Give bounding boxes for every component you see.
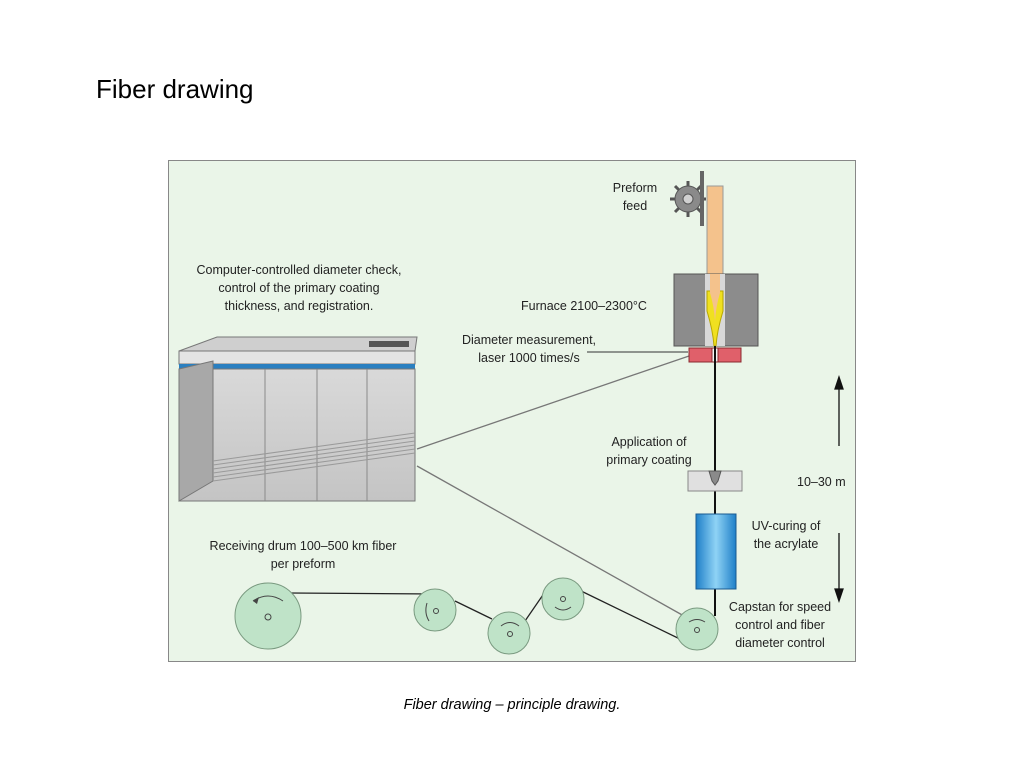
computer-cabinet xyxy=(178,336,418,502)
signal-line-lower xyxy=(416,465,685,617)
fiber-path-belt xyxy=(288,588,685,642)
diagram-canvas xyxy=(178,171,844,655)
coating-applicator xyxy=(687,470,743,492)
guide-roller-2 xyxy=(487,611,531,655)
primary-coating-label: Application of primary coating xyxy=(606,435,692,467)
gear-icon xyxy=(670,181,706,217)
uv-curing-unit xyxy=(695,513,737,590)
preform-feed-label: Preform feed xyxy=(612,181,658,213)
capstan xyxy=(675,607,719,651)
diameter-measurement-label: Diameter measurement, laser 1000 times/s xyxy=(461,333,597,365)
guide-roller-3 xyxy=(541,577,585,621)
feed-rack xyxy=(700,171,704,226)
height-label: 10–30 m xyxy=(797,475,846,489)
computer-label: Computer-controlled diameter check, cont… xyxy=(196,263,402,313)
slide-title: Fiber drawing xyxy=(96,74,254,104)
furnace xyxy=(673,273,759,347)
signal-line-upper xyxy=(416,355,690,450)
guide-roller-1 xyxy=(413,588,457,632)
height-arrow xyxy=(834,374,844,604)
uv-curing-label: UV-curing of the acrylate xyxy=(751,519,821,551)
capstan-label: Capstan for speed control and fiber diam… xyxy=(728,600,832,650)
fiber-drawing-diagram: Preform feed Computer-controlled diamete… xyxy=(168,160,856,662)
figure-caption: Fiber drawing – principle drawing. xyxy=(403,697,621,713)
furnace-label: Furnace 2100–2300°C xyxy=(521,299,647,313)
receiving-drum xyxy=(234,582,302,650)
receiving-drum-label: Receiving drum 100–500 km fiber per pref… xyxy=(209,539,397,571)
preform-rod xyxy=(706,185,724,287)
